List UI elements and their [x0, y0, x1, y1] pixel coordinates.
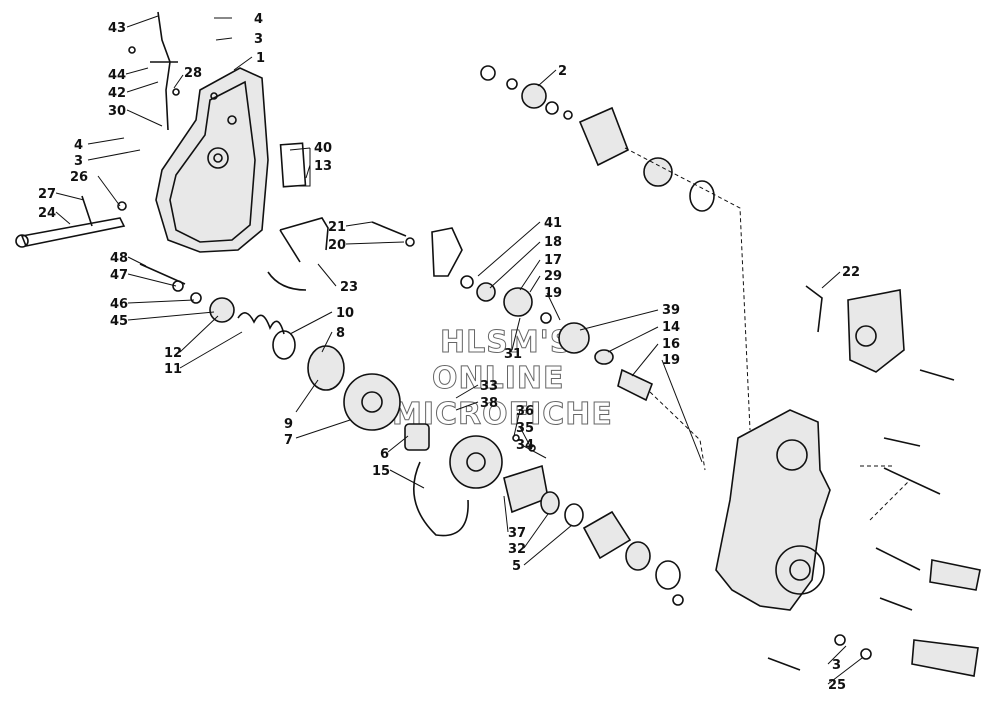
callout-8: 8 — [336, 326, 345, 341]
callout-labels: 43 44 42 28 30 4 3 1 4 3 26 27 24 40 13 … — [38, 12, 860, 693]
callout-18: 18 — [544, 235, 562, 250]
callout-37: 37 — [508, 526, 526, 541]
callout-41: 41 — [544, 216, 562, 231]
callout-23: 23 — [340, 280, 358, 295]
callout-9: 9 — [284, 417, 293, 432]
callout-28: 28 — [184, 66, 202, 81]
callout-25: 25 — [828, 678, 846, 693]
callout-19-upper: 19 — [544, 286, 562, 301]
callout-40: 40 — [314, 141, 332, 156]
callout-6: 6 — [380, 447, 389, 462]
callout-10: 10 — [336, 306, 354, 321]
brake-lever-rod — [128, 11, 180, 131]
middle-shaft-stack — [371, 221, 706, 471]
chaincase-cover — [155, 67, 269, 253]
callout-35: 35 — [516, 421, 534, 436]
callout-2: 2 — [558, 64, 567, 79]
upper-shaft-stack — [480, 65, 751, 431]
callout-29: 29 — [544, 269, 562, 284]
callout-26: 26 — [70, 170, 88, 185]
watermark-line-2: ONLINE — [432, 361, 565, 396]
callout-16: 16 — [662, 337, 680, 352]
callout-3-left: 3 — [74, 154, 83, 169]
shaft-pin — [15, 195, 127, 248]
callout-43: 43 — [108, 21, 126, 36]
callout-4-top: 4 — [254, 12, 263, 27]
callout-22: 22 — [842, 265, 860, 280]
callout-15: 15 — [372, 464, 390, 479]
callout-11: 11 — [164, 362, 182, 377]
callout-4-left: 4 — [74, 138, 83, 153]
callout-39: 39 — [662, 303, 680, 318]
callout-21: 21 — [328, 220, 346, 235]
lower-left-stack — [139, 263, 503, 537]
callout-48: 48 — [110, 251, 128, 266]
callout-36: 36 — [516, 404, 534, 419]
callout-34: 34 — [516, 438, 534, 453]
leader-lines — [55, 15, 863, 685]
callout-47: 47 — [110, 268, 128, 283]
callout-44: 44 — [108, 68, 126, 83]
watermark-line-1: HLSM'S — [440, 325, 572, 360]
callout-3-top: 3 — [254, 32, 263, 47]
callout-12: 12 — [164, 346, 182, 361]
callout-7: 7 — [284, 433, 293, 448]
chaincase-housing — [715, 285, 981, 677]
callout-42: 42 — [108, 86, 126, 101]
watermark: HLSM'S ONLINE MICROFICHE — [392, 325, 613, 433]
callout-46: 46 — [110, 297, 128, 312]
callout-20: 20 — [328, 238, 346, 253]
callout-17: 17 — [544, 253, 562, 268]
callout-13: 13 — [314, 159, 332, 174]
callout-14: 14 — [662, 320, 680, 335]
callout-33: 33 — [480, 379, 498, 394]
callout-30: 30 — [108, 104, 126, 119]
callout-32: 32 — [508, 542, 526, 557]
callout-5: 5 — [512, 559, 521, 574]
callout-38: 38 — [480, 396, 498, 411]
callout-24: 24 — [38, 206, 56, 221]
callout-3-bottom: 3 — [832, 658, 841, 673]
callout-19-lower: 19 — [662, 353, 680, 368]
lower-shaft-stack — [503, 434, 684, 606]
callout-45: 45 — [110, 314, 128, 329]
callout-1: 1 — [256, 51, 265, 66]
callout-27: 27 — [38, 187, 56, 202]
callout-31: 31 — [504, 347, 522, 362]
